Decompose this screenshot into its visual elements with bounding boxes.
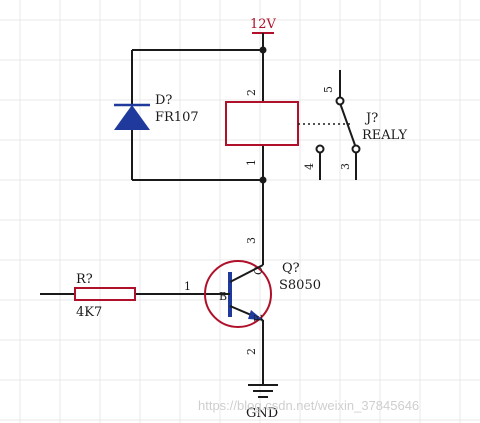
relay-pin-nc: 4 [303, 163, 316, 170]
relay-pin-no: 5 [322, 86, 335, 93]
transistor-collector-letter: C [252, 267, 265, 275]
relay-coil-pin-top: 2 [245, 89, 258, 96]
resistor-ref: R? [76, 272, 93, 287]
diode-value: FR107 [155, 110, 199, 125]
transistor-base-letter: B [219, 290, 227, 303]
resistor-pin-label: 1 [184, 280, 191, 293]
transistor-emitter-letter: E [252, 314, 265, 322]
ground-symbol [248, 384, 278, 398]
watermark-text: https://blog.csdn.net/weixin_37845646 [198, 398, 419, 413]
junction-top [259, 46, 267, 54]
resistor-symbol: R? 4K7 1 [74, 272, 191, 320]
transistor-value: S8050 [279, 278, 321, 293]
relay-ref: J? [364, 111, 378, 126]
ground-label: GND [246, 406, 278, 421]
relay-value: REALY [362, 128, 407, 143]
relay-switch [298, 70, 361, 180]
transistor-ref: Q? [282, 261, 300, 276]
power-symbol: 12V [250, 17, 277, 50]
relay-pin-common: 3 [339, 163, 352, 170]
junction-bottom [259, 176, 267, 184]
power-label: 12V [250, 17, 277, 32]
resistor-value: 4K7 [76, 305, 102, 320]
relay-coil-pin-bottom: 1 [245, 159, 258, 166]
diode-ref: D? [155, 93, 172, 108]
transistor-symbol: B C E 3 2 Q? S8050 [204, 237, 321, 355]
transistor-pin-emitter: 2 [245, 348, 258, 355]
diode-symbol: D? FR107 [114, 93, 199, 130]
transistor-pin-collector: 3 [245, 237, 258, 244]
